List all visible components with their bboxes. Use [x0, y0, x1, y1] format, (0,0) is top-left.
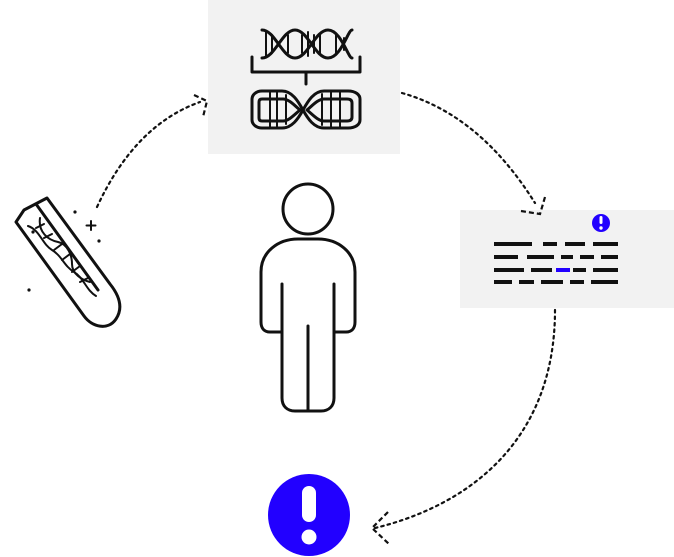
person-icon — [259, 182, 357, 413]
alert-badge-icon — [592, 214, 610, 232]
arrow-report-to-alert — [370, 308, 557, 546]
genetic-report-icon — [494, 242, 618, 284]
exclamation-alert-icon — [268, 474, 350, 556]
arrow-genome-to-report — [400, 91, 547, 216]
genome-panel — [208, 0, 400, 154]
dna-chromosome-icon — [250, 28, 362, 130]
test-tube-dna-icon — [14, 196, 122, 328]
arrow-sample-to-genome — [95, 94, 209, 209]
highlighted-variant-mark — [556, 268, 570, 272]
